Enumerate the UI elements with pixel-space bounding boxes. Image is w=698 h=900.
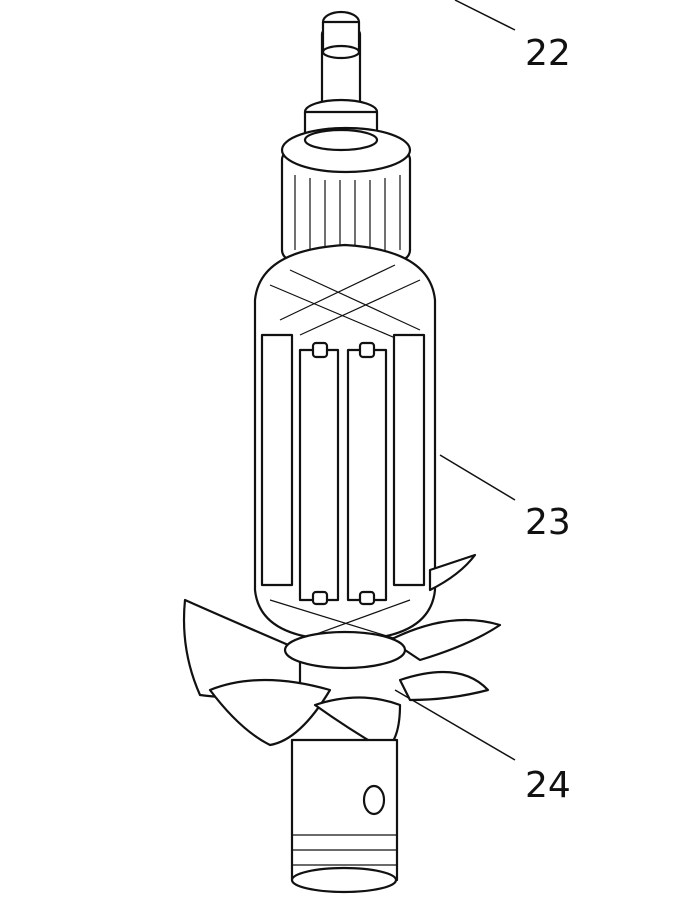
commutator (280, 126, 412, 262)
leader-line-24 (394, 689, 516, 761)
rotor-core (253, 243, 437, 642)
part-label-22: 22 (525, 33, 571, 74)
leader-line-22 (454, 0, 516, 31)
part-label-24: 24 (525, 765, 571, 806)
leader-line-23 (439, 454, 516, 501)
fan (182, 553, 502, 752)
shaft-bottom (290, 738, 399, 894)
part-label-23: 23 (525, 502, 571, 543)
